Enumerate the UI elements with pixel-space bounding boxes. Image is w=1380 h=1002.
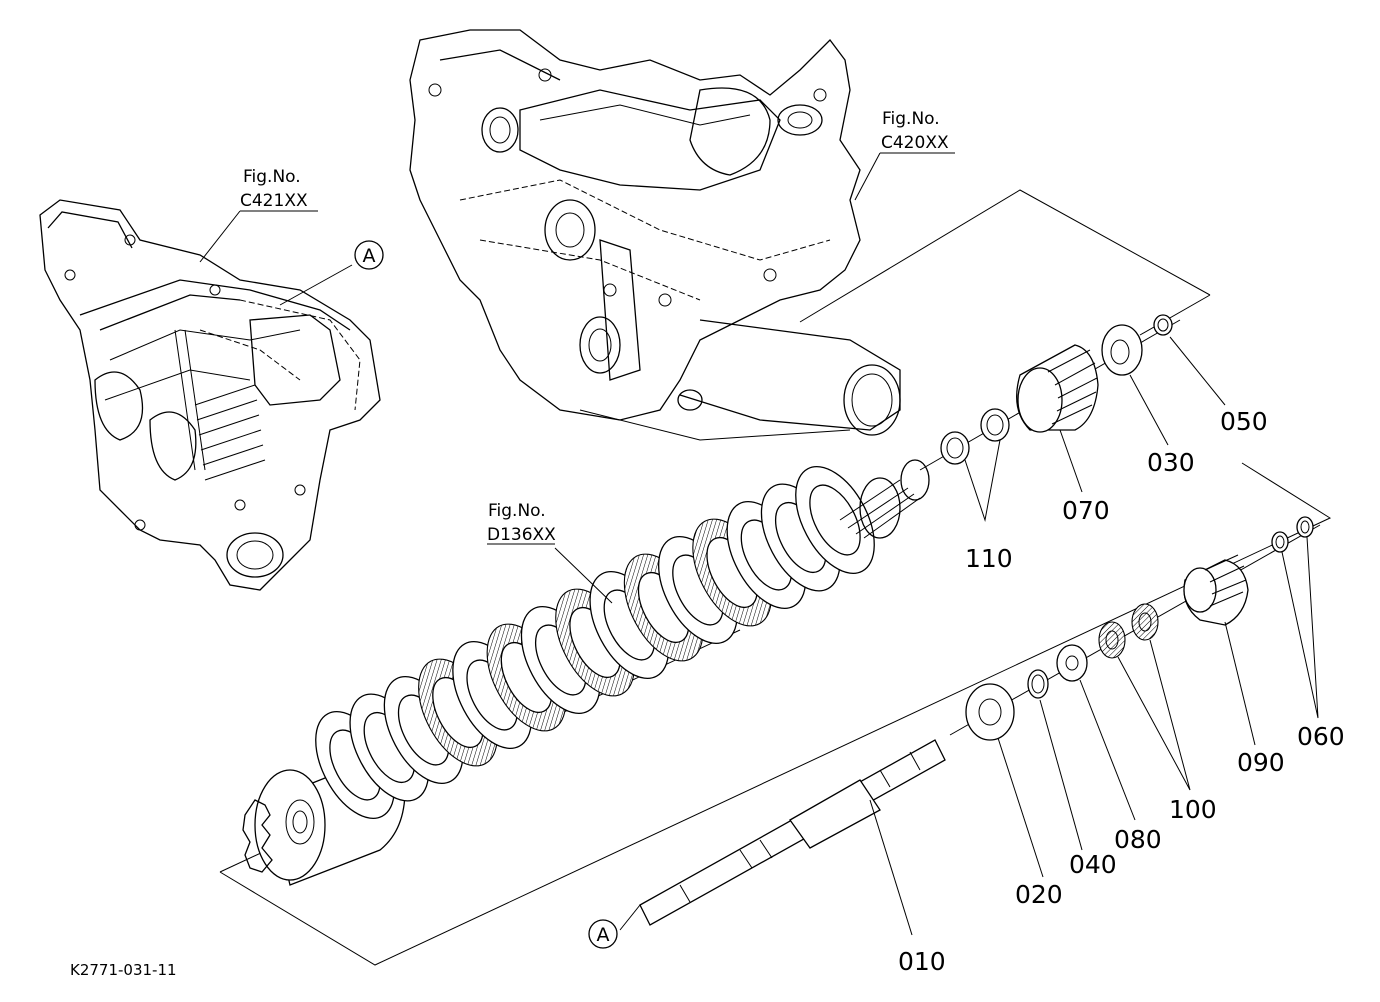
part-number-110[interactable]: 110 (965, 544, 1013, 573)
part-040-snap-ring (1027, 669, 1049, 699)
part-090-gear (1183, 554, 1249, 626)
part-number-080[interactable]: 080 (1114, 825, 1162, 854)
part-100-needle-bearings (1098, 603, 1159, 659)
reference-marker-top-letter: A (363, 245, 376, 267)
left-housing-fins (194, 384, 266, 481)
part-number-040[interactable]: 040 (1069, 850, 1117, 879)
part-080-washer (1056, 644, 1088, 682)
left-housing-drawing (39, 199, 381, 591)
fig-ref-d136-label: Fig.No. (488, 501, 546, 521)
part-030-bearing (1101, 324, 1143, 376)
center-housing-drawing (409, 29, 901, 441)
part-number-030[interactable]: 030 (1147, 448, 1195, 477)
reference-marker-top: A (354, 240, 384, 270)
part-110-bushings (940, 408, 1010, 465)
part-010-shaft (639, 739, 946, 926)
clutch-spring (839, 459, 930, 539)
part-number-060[interactable]: 060 (1297, 722, 1345, 751)
fig-ref-d136[interactable]: Fig.No. D136XX (487, 501, 556, 545)
part-050-snap-ring (1153, 314, 1173, 336)
upper-assembly-outline (799, 189, 1211, 336)
part-number-100[interactable]: 100 (1169, 795, 1217, 824)
part-number-callouts: 050 030 070 110 060 090 100 080 040 020 … (898, 407, 1345, 976)
clutch-plate-bore (809, 484, 861, 556)
part-060-snap-rings (1271, 516, 1314, 553)
fig-ref-c421-label: Fig.No. (243, 167, 301, 187)
fig-ref-c420-code[interactable]: C420XX (881, 133, 949, 153)
part-number-010[interactable]: 010 (898, 947, 946, 976)
part-number-050[interactable]: 050 (1220, 407, 1268, 436)
reference-marker-bottom-letter: A (597, 924, 610, 946)
part-020-bearing (965, 683, 1015, 741)
fig-ref-c421-code[interactable]: C421XX (240, 191, 308, 211)
drawing-id: K2771-031-11 (70, 961, 177, 979)
reference-marker-bottom: A (588, 919, 618, 949)
fig-ref-c420[interactable]: Fig.No. C420XX (881, 109, 949, 153)
part-number-090[interactable]: 090 (1237, 748, 1285, 777)
fig-ref-c420-label: Fig.No. (882, 109, 940, 129)
part-number-020[interactable]: 020 (1015, 880, 1063, 909)
part-070-gear (1016, 344, 1099, 433)
fig-ref-d136-code[interactable]: D136XX (487, 525, 556, 545)
part-number-070[interactable]: 070 (1062, 496, 1110, 525)
fig-ref-c421[interactable]: Fig.No. C421XX (240, 167, 308, 211)
clutch-plates (315, 465, 875, 820)
leader-lines (199, 152, 1319, 936)
